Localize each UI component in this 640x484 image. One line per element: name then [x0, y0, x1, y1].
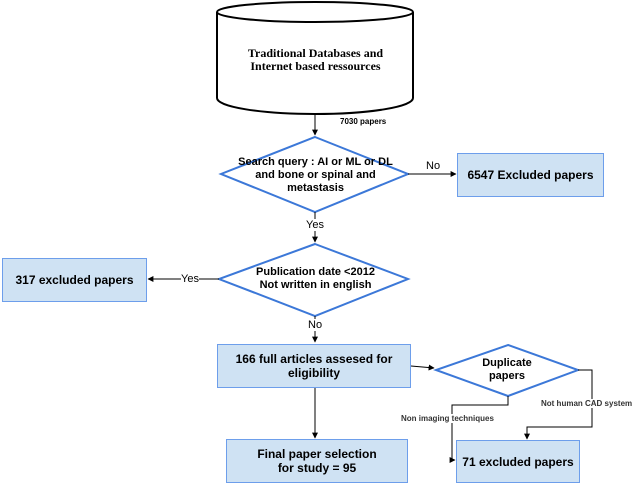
source-database-text: Traditional Databases and Internet based… [247, 46, 384, 73]
excluded-6547-box: 6547 Excluded papers [457, 153, 604, 197]
date-yes-label: Yes [181, 273, 199, 285]
non-imaging-label: Non imaging techniques [401, 414, 494, 423]
connectors [147, 113, 593, 463]
excluded-317-box: 317 excluded papers [2, 258, 147, 302]
query-no-label: No [426, 160, 441, 172]
publication-date-text: Publication date <2012 Not written in en… [256, 266, 375, 291]
query-yes-label: Yes [306, 219, 324, 231]
excluded-71-box: 71 excluded papers [456, 440, 580, 483]
full-articles-box: 166 full articles assesed for eligibilit… [217, 344, 411, 388]
search-query-text: Search query : AI or ML or DL and bone o… [238, 155, 393, 194]
papers-count-label: 7030 papers [340, 117, 387, 126]
duplicate-text: Duplicate papers [482, 357, 532, 382]
database-cylinder [216, 1, 414, 115]
date-no-label: No [308, 319, 323, 331]
final-selection-box: Final paper selection for study = 95 [226, 439, 408, 483]
not-cad-label: Not human CAD system [541, 399, 633, 408]
